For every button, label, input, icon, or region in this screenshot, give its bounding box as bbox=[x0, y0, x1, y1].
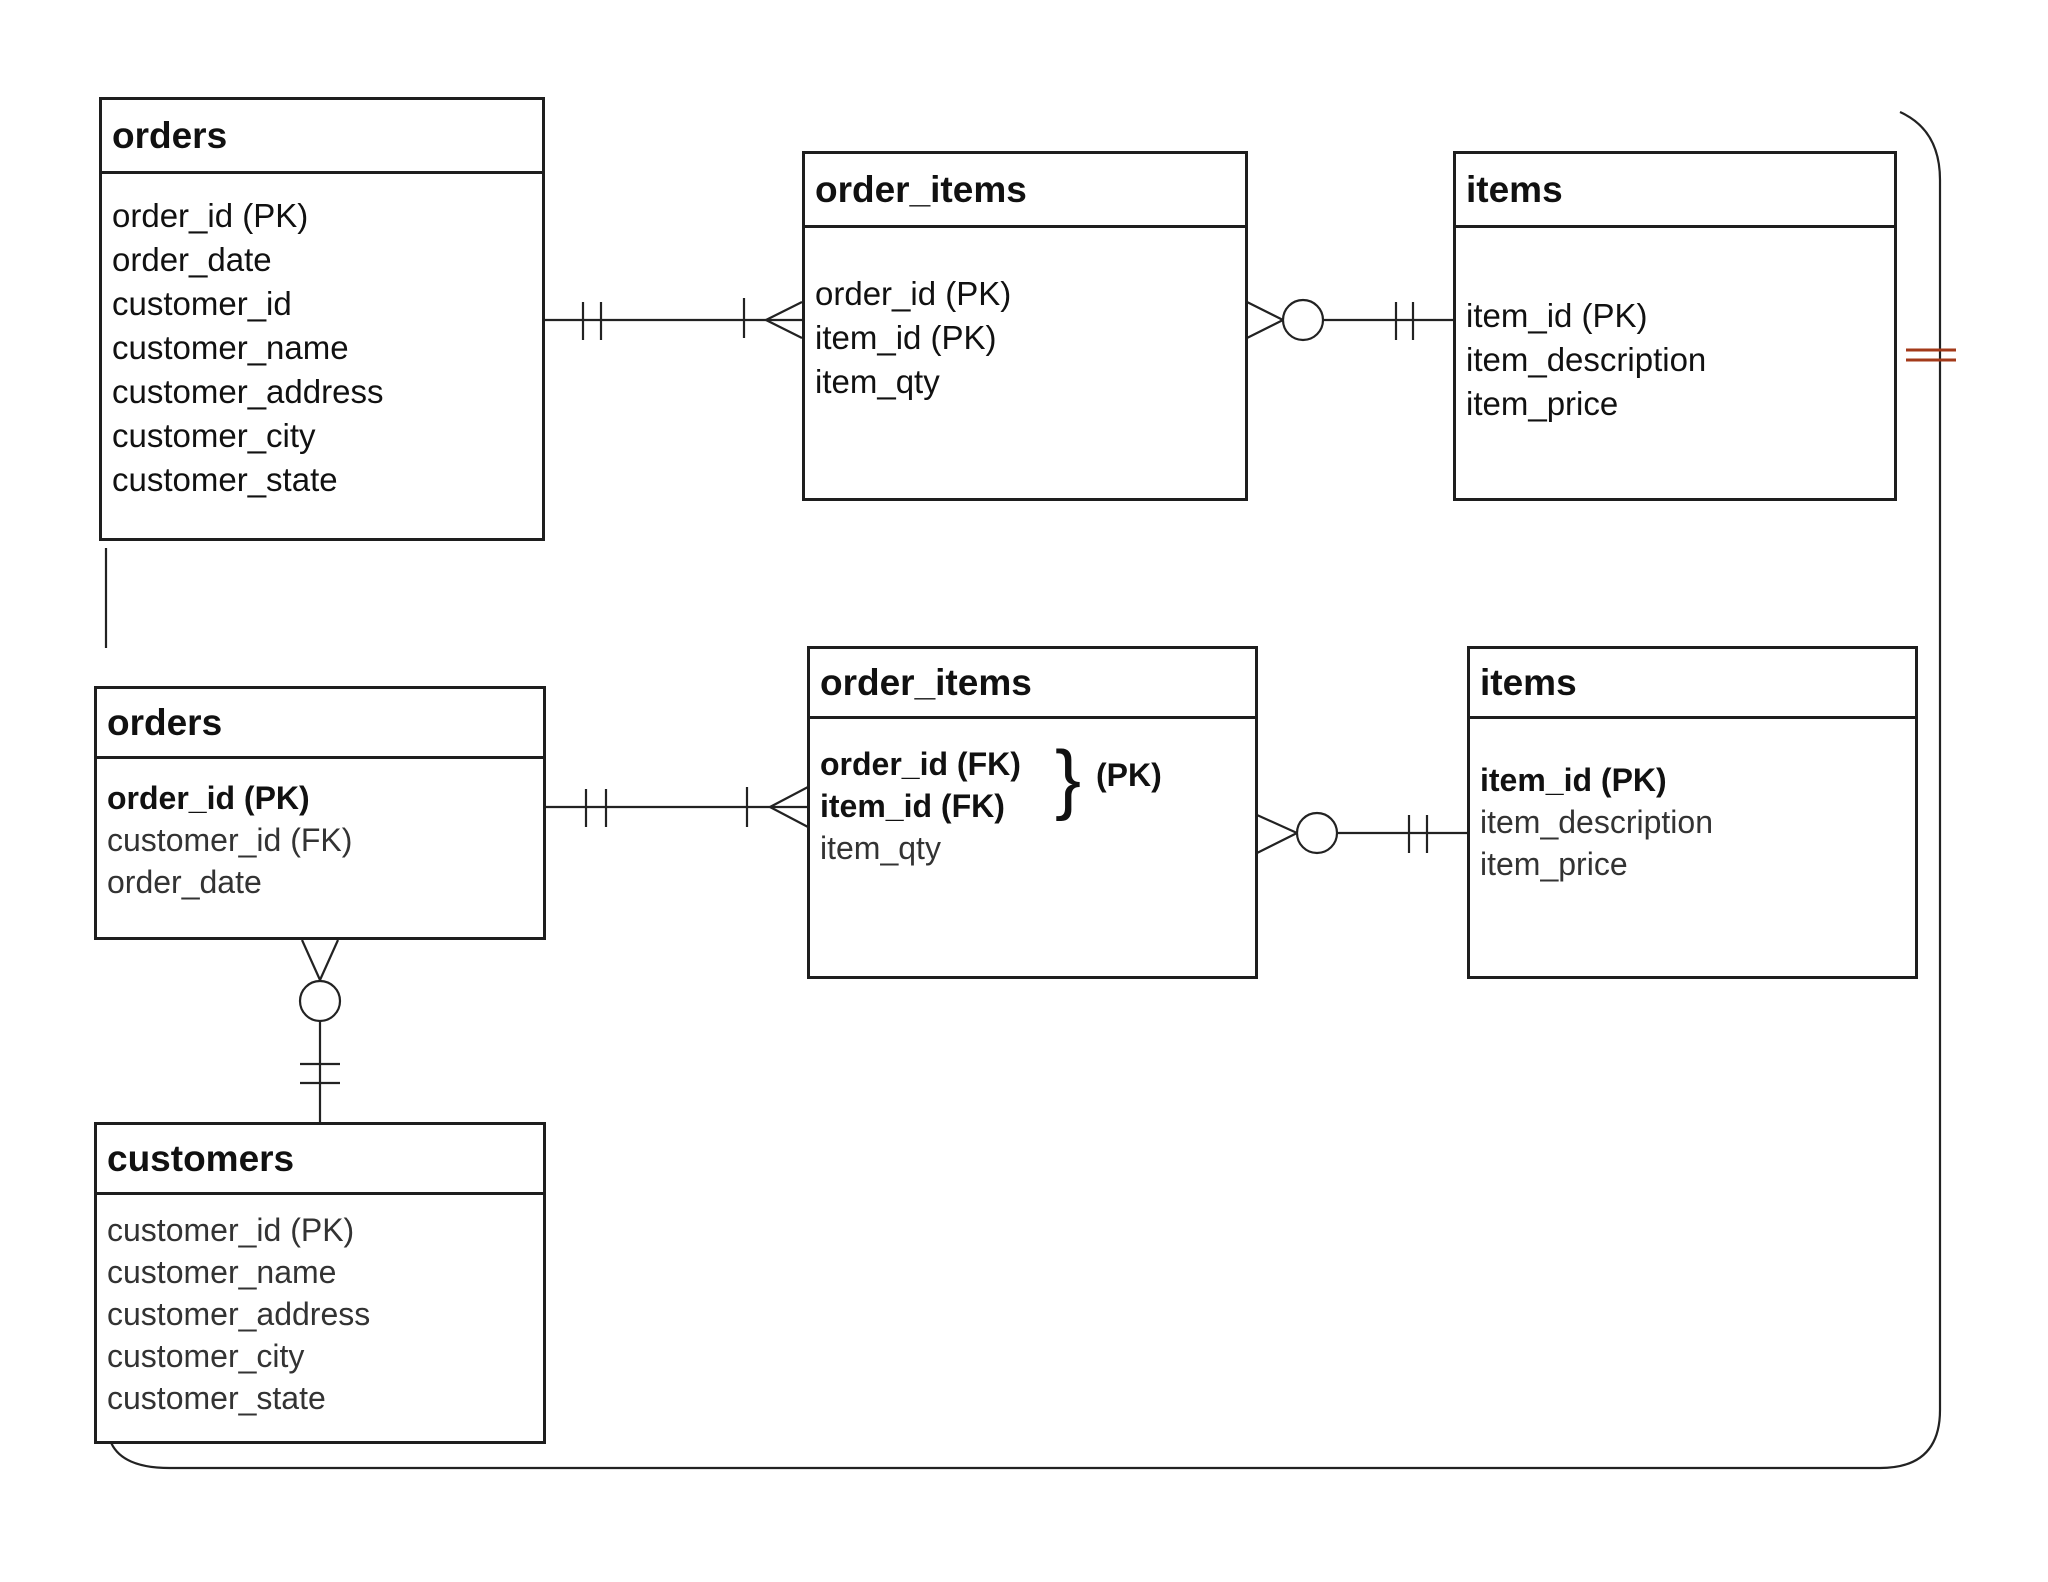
attribute: item_id (PK) bbox=[1466, 297, 1648, 334]
attribute-list: item_id (PK) item_description item_price bbox=[1470, 719, 1915, 885]
attribute-primary-key: item_id (PK) bbox=[1480, 762, 1667, 798]
entity-title: orders bbox=[97, 689, 543, 759]
rel-top-orders-order_items bbox=[543, 298, 803, 340]
rel-top-order_items-items bbox=[1246, 298, 1455, 342]
rel-bottom-order_items-items bbox=[1256, 811, 1469, 855]
attribute: customer_id bbox=[112, 285, 292, 322]
attribute: order_id (PK) bbox=[815, 275, 1012, 312]
attribute: order_date bbox=[112, 241, 272, 278]
attribute-foreign-key: item_id (FK) bbox=[820, 788, 1005, 824]
attribute-list: order_id (PK) customer_id (FK) order_dat… bbox=[97, 759, 543, 903]
accent-marks bbox=[1906, 348, 1956, 362]
attribute: customer_city bbox=[107, 1338, 305, 1374]
attribute-list: customer_id (PK) customer_name customer_… bbox=[97, 1195, 543, 1419]
attribute: item_price bbox=[1466, 385, 1619, 422]
attribute: item_id (PK) bbox=[815, 319, 997, 356]
attribute: customer_name bbox=[112, 329, 349, 366]
attribute: customer_name bbox=[107, 1254, 337, 1290]
attribute: order_date bbox=[107, 864, 262, 900]
attribute: customer_state bbox=[107, 1380, 326, 1416]
entity-title: orders bbox=[102, 100, 542, 174]
entity-title: items bbox=[1470, 649, 1915, 719]
attribute-list: order_id (PK) order_date customer_id cus… bbox=[102, 174, 542, 502]
entity-items-bottom: items item_id (PK) item_description item… bbox=[1467, 646, 1918, 979]
attribute: customer_id (PK) bbox=[107, 1212, 355, 1248]
attribute: item_description bbox=[1466, 341, 1707, 378]
entity-orders-bottom: orders order_id (PK) customer_id (FK) or… bbox=[94, 686, 546, 940]
attribute: item_description bbox=[1480, 804, 1713, 840]
rel-bottom-orders-order_items bbox=[546, 786, 809, 828]
rel-bottom-orders-customers bbox=[298, 939, 342, 1124]
composite-key-brace: } bbox=[1055, 734, 1082, 822]
attribute: item_qty bbox=[820, 830, 941, 866]
entity-customers-bottom: customers customer_id (PK) customer_name… bbox=[94, 1122, 546, 1444]
entity-title: order_items bbox=[810, 649, 1255, 719]
attribute: customer_address bbox=[107, 1296, 371, 1332]
entity-items-top: items item_id (PK) item_description item… bbox=[1453, 151, 1897, 501]
attribute: customer_state bbox=[112, 461, 338, 498]
attribute: customer_address bbox=[112, 373, 384, 410]
attribute: order_id (PK) bbox=[112, 197, 309, 234]
attribute-foreign-key: order_id (FK) bbox=[820, 746, 1021, 782]
entity-title: order_items bbox=[805, 154, 1245, 228]
attribute-list: order_id (PK) item_id (PK) item_qty bbox=[805, 228, 1245, 404]
attribute-primary-key: order_id (PK) bbox=[107, 780, 310, 816]
attribute: customer_city bbox=[112, 417, 316, 454]
attribute-list: item_id (PK) item_description item_price bbox=[1456, 228, 1894, 426]
attribute: customer_id (FK) bbox=[107, 822, 353, 858]
entity-title: customers bbox=[97, 1125, 543, 1195]
attribute: item_qty bbox=[815, 363, 940, 400]
entity-order-items-top: order_items order_id (PK) item_id (PK) i… bbox=[802, 151, 1248, 501]
entity-title: items bbox=[1456, 154, 1894, 228]
composite-key-label: (PK) bbox=[1096, 757, 1162, 793]
entity-orders-top: orders order_id (PK) order_date customer… bbox=[99, 97, 545, 541]
attribute-list: order_id (FK) item_id (FK) item_qty bbox=[810, 719, 1255, 869]
attribute: item_price bbox=[1480, 846, 1628, 882]
entity-order-items-bottom: order_items order_id (FK) item_id (FK) i… bbox=[807, 646, 1258, 979]
